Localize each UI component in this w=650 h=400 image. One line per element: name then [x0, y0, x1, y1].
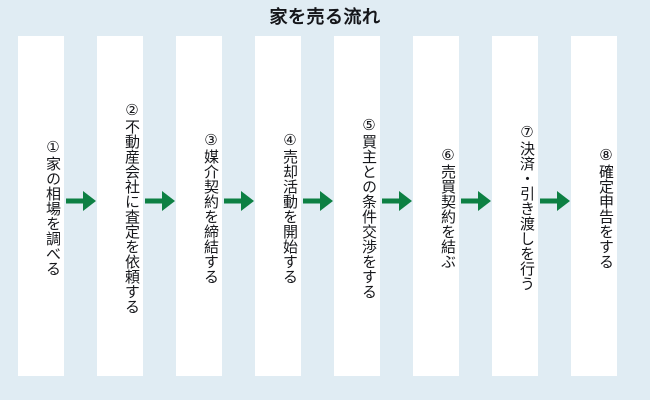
step-card-2[interactable]: ②不動産会社に査定を依頼する [97, 36, 143, 376]
step-label-8: ⑧確定申告をする [597, 145, 615, 269]
step-card-7[interactable]: ⑦決済・引き渡しを行う [492, 36, 538, 376]
arrow-right-icon-7 [540, 188, 570, 214]
arrow-right-icon-6 [461, 188, 491, 214]
step-label-1: ①家の相場を調べる [44, 138, 62, 276]
step-label-5: ⑤買主との条件交渉をする [360, 115, 378, 299]
step-label-2: ②不動産会社に査定を依頼する [123, 100, 141, 314]
step-card-6[interactable]: ⑥売買契約を結ぶ [413, 36, 459, 376]
arrow-right-icon-3 [224, 188, 254, 214]
arrow-right-icon-1 [66, 188, 96, 214]
step-card-3[interactable]: ③媒介契約を締結する [176, 36, 222, 376]
step-card-4[interactable]: ④売却活動を開始する [255, 36, 301, 376]
step-label-7: ⑦決済・引き渡しを行う [518, 123, 536, 291]
arrow-right-icon-5 [382, 188, 412, 214]
step-label-6: ⑥売買契約を結ぶ [439, 145, 457, 269]
step-card-1[interactable]: ①家の相場を調べる [18, 36, 64, 376]
arrow-right-icon-2 [145, 188, 175, 214]
arrow-right-icon-4 [303, 188, 333, 214]
steps-row: ①家の相場を調べる ②不動産会社に査定を依頼する ③媒介契約を締結する [18, 36, 634, 376]
page-title: 家を売る流れ [269, 7, 381, 28]
step-label-3: ③媒介契約を締結する [202, 130, 220, 284]
step-label-4: ④売却活動を開始する [281, 130, 299, 284]
step-card-8[interactable]: ⑧確定申告をする [571, 36, 617, 376]
step-card-5[interactable]: ⑤買主との条件交渉をする [334, 36, 380, 376]
